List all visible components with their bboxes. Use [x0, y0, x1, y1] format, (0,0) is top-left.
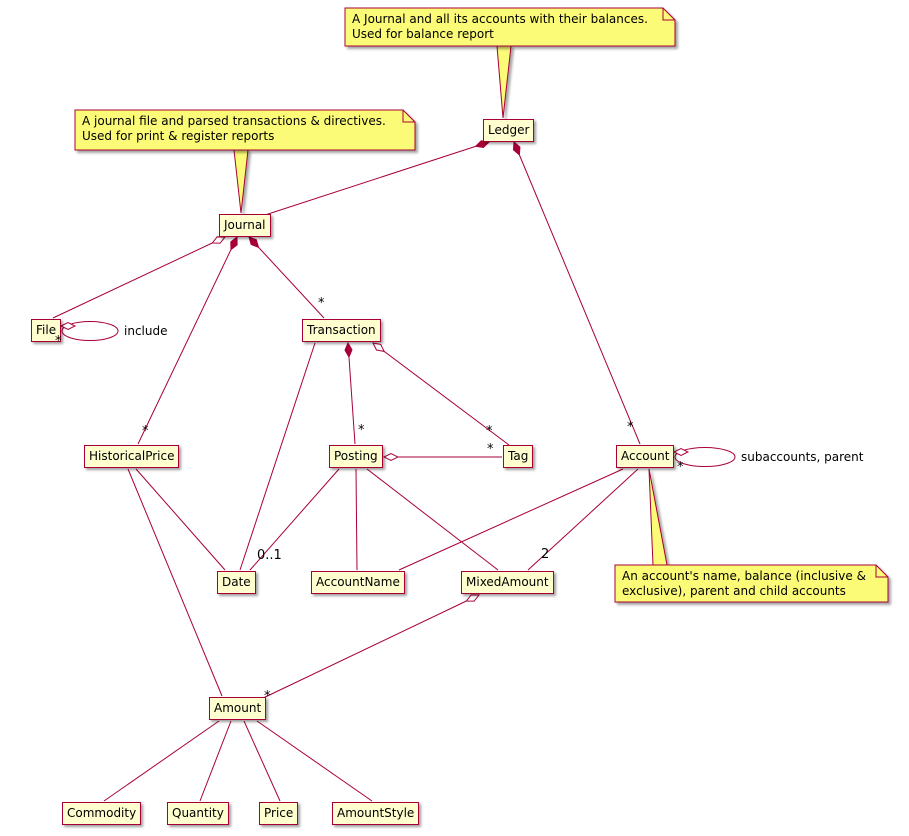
- note-body-account: [614, 564, 889, 603]
- class-box-quantity: Quantity: [167, 802, 229, 825]
- aggregation-diamond-account-loop: [672, 447, 690, 457]
- mult-journal-historicalprice: *: [142, 424, 149, 439]
- mult-account-mixedamount: 2: [541, 547, 550, 562]
- note-ledger-line2: Used for balance report: [352, 27, 494, 41]
- note-body-ledger: [344, 7, 676, 47]
- class-box-amountstyle: AmountStyle: [332, 802, 420, 825]
- edge-historicalprice-amount: [127, 468, 223, 697]
- edge-account-mixedamount: [527, 468, 639, 571]
- note-body-journal: [74, 109, 416, 151]
- edge-amount-quantity: [199, 720, 232, 802]
- edge-ledger-journal: [261, 142, 489, 217]
- notes-group: [74, 7, 889, 603]
- edge-amount-price: [243, 720, 281, 802]
- note-fold-account-icon: [875, 565, 888, 578]
- mult-account-subaccounts: *: [677, 460, 684, 475]
- label-include: include: [124, 324, 168, 338]
- edge-amount-amountstyle: [256, 720, 373, 802]
- note-account: An account's name, balance (inclusive & …: [622, 569, 866, 599]
- class-box-date: Date: [217, 571, 256, 594]
- note-ledger-line1: A Journal and all its accounts with thei…: [352, 12, 648, 26]
- class-box-accountname: AccountName: [311, 571, 405, 594]
- class-box-tag: Tag: [503, 445, 534, 468]
- mult-posting-tag: *: [487, 442, 494, 457]
- label-subaccounts-parent: subaccounts, parent: [741, 450, 864, 464]
- class-box-transaction: Transaction: [302, 319, 381, 342]
- class-box-account: Account: [616, 445, 675, 468]
- class-box-amount: Amount: [209, 697, 267, 720]
- edge-journal-file: [52, 237, 225, 319]
- edge-file-include-loop: [61, 321, 119, 341]
- edge-journal-historicalprice: [137, 237, 237, 445]
- edge-account-subaccounts-loop: [674, 447, 736, 467]
- edge-mixedamount-amount: [258, 595, 479, 701]
- class-box-price: Price: [259, 802, 299, 825]
- class-box-ledger: Ledger: [483, 119, 535, 142]
- mult-posting-date: 0..1: [257, 548, 282, 563]
- mult-transaction-posting: *: [358, 423, 365, 438]
- edge-posting-accountname: [355, 468, 358, 571]
- note-connector-ledger: [496, 45, 512, 119]
- class-box-posting: Posting: [329, 445, 383, 468]
- edge-posting-mixedamount: [366, 468, 499, 571]
- note-ledger: A Journal and all its accounts with thei…: [352, 12, 648, 42]
- note-account-line2: exclusive), parent and child accounts: [622, 584, 846, 598]
- note-connector-account: [648, 468, 668, 566]
- class-box-journal: Journal: [219, 214, 271, 237]
- edges-group: [52, 142, 736, 802]
- mult-ledger-account: *: [627, 420, 634, 435]
- note-journal-line1: A journal file and parsed transactions &…: [82, 114, 386, 128]
- mult-file-include: *: [55, 334, 62, 349]
- edge-transaction-tag: [373, 343, 510, 446]
- note-account-line1: An account's name, balance (inclusive &: [622, 569, 866, 583]
- edge-ledger-account: [514, 142, 641, 445]
- note-journal: A journal file and parsed transactions &…: [82, 114, 386, 144]
- aggregation-diamond-file-loop: [59, 321, 77, 331]
- class-box-mixedamount: MixedAmount: [461, 571, 554, 594]
- class-box-file: File: [31, 319, 62, 342]
- mult-mixedamount-amount: *: [264, 689, 271, 704]
- note-fold-journal-icon: [402, 110, 415, 123]
- edge-account-accountname: [398, 468, 624, 571]
- edge-transaction-date: [239, 342, 316, 571]
- mult-transaction-tag: *: [486, 424, 493, 439]
- edge-journal-transaction: [249, 237, 325, 319]
- edge-amount-commodity: [103, 720, 220, 802]
- note-fold-ledger-icon: [662, 8, 675, 21]
- note-connector-journal: [233, 149, 249, 214]
- edge-posting-date: [249, 468, 340, 571]
- class-box-commodity: Commodity: [62, 802, 142, 825]
- edge-transaction-posting: [348, 343, 356, 445]
- class-box-historicalprice: HistoricalPrice: [84, 445, 180, 468]
- edge-historicalprice-date: [135, 468, 226, 571]
- note-journal-line2: Used for print & register reports: [82, 129, 275, 143]
- mult-journal-transaction: *: [318, 296, 325, 311]
